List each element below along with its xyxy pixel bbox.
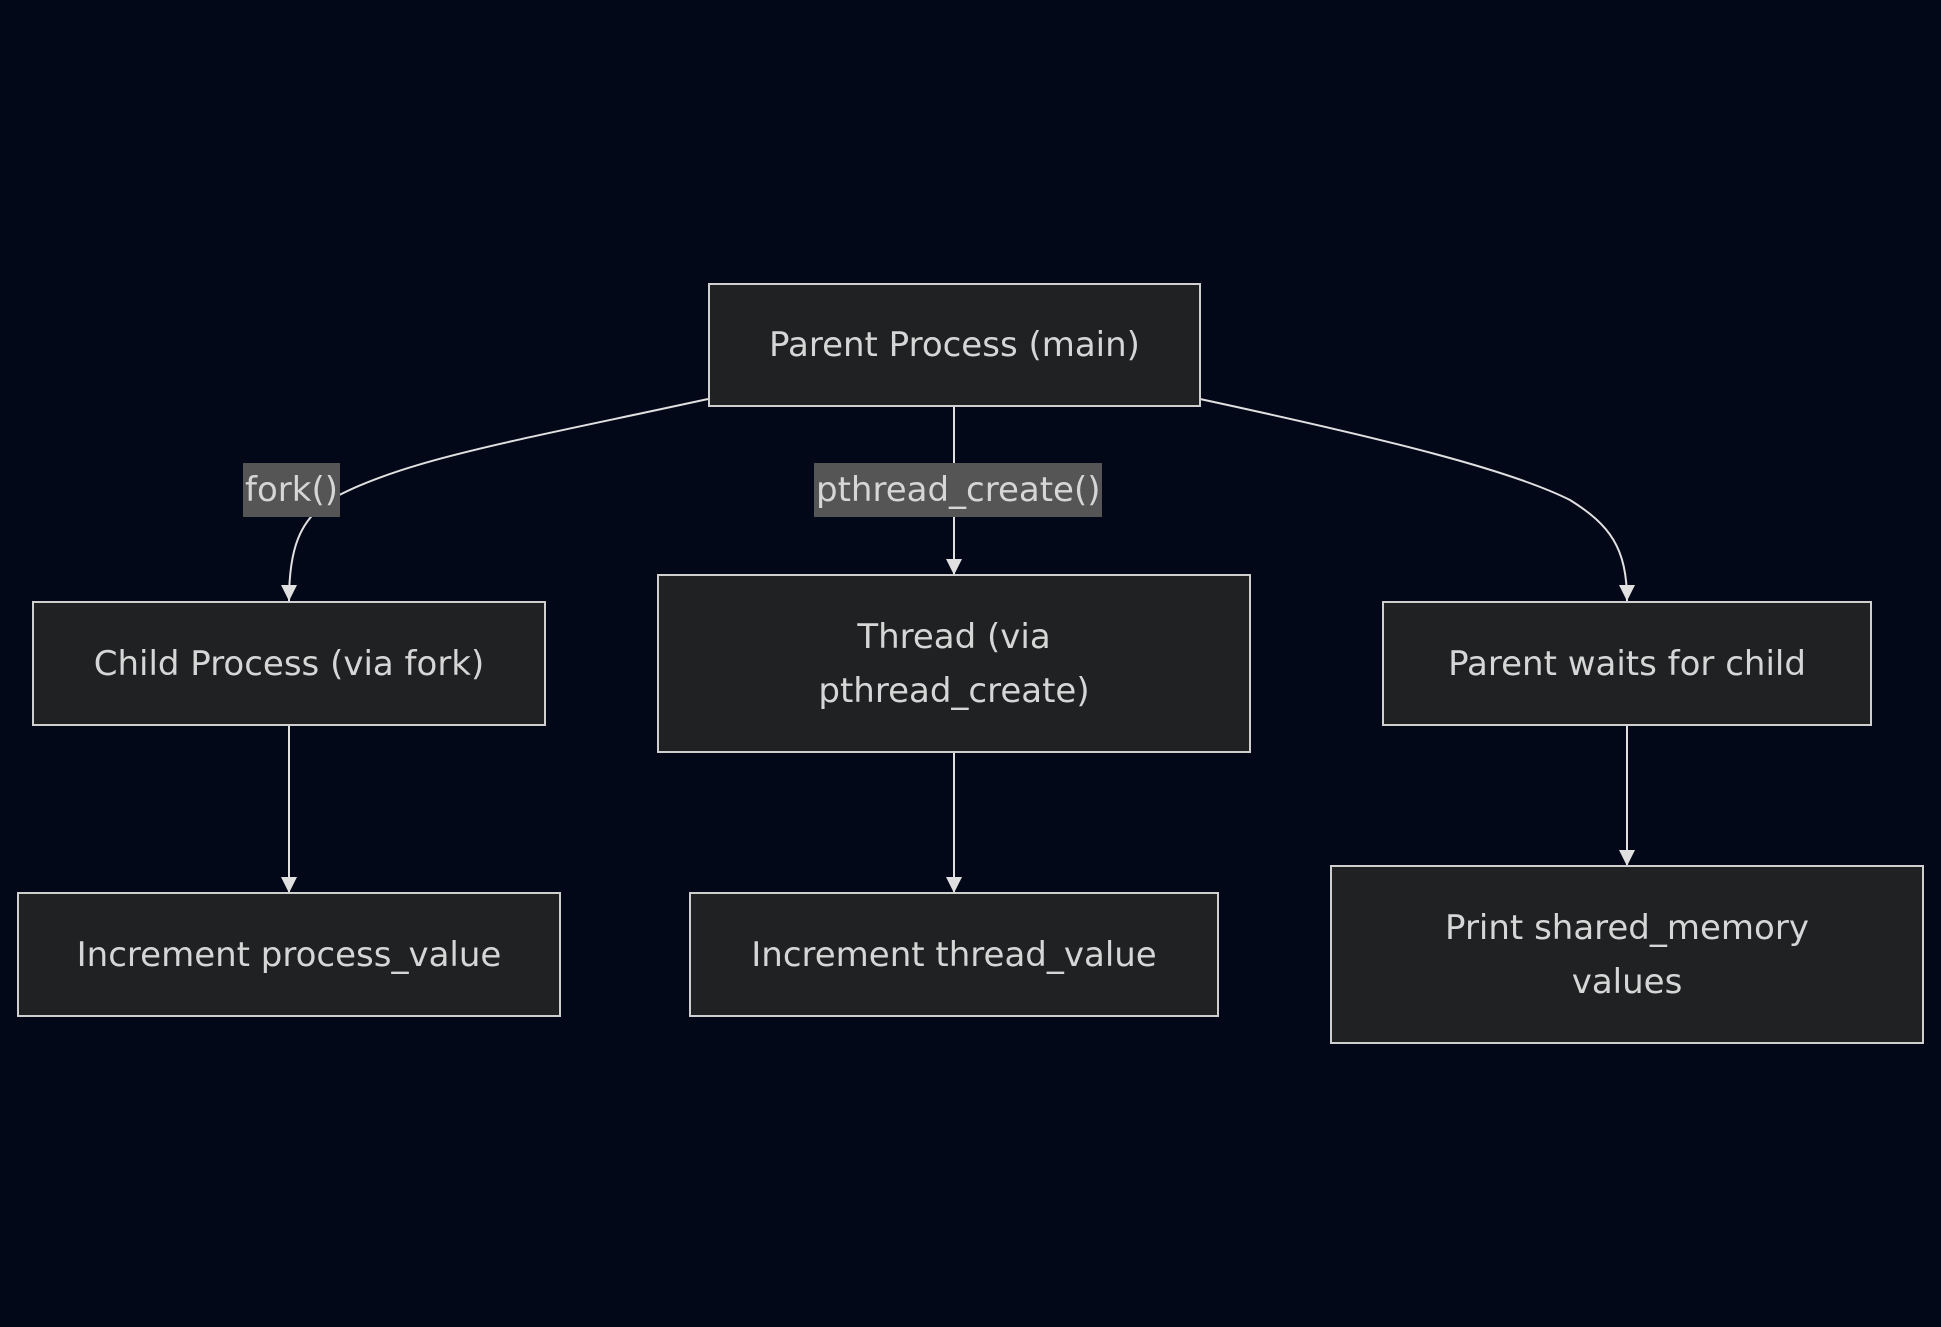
node-child-process[interactable]: Child Process (via fork) xyxy=(32,601,546,726)
node-parent-process[interactable]: Parent Process (main) xyxy=(708,283,1201,407)
node-print-shared-memory[interactable]: Print shared_memory values xyxy=(1330,865,1924,1044)
edge-label-fork: fork() xyxy=(243,463,340,517)
node-increment-thread-value-label: Increment thread_value xyxy=(751,934,1157,975)
node-thread[interactable]: Thread (via pthread_create) xyxy=(657,574,1251,753)
edge-parent-to-child xyxy=(281,398,709,602)
node-thread-label: Thread (via pthread_create) xyxy=(818,616,1090,711)
node-increment-process-value-label: Increment process_value xyxy=(76,934,502,975)
node-parent-waits-label: Parent waits for child xyxy=(1448,643,1806,684)
node-child-process-label: Child Process (via fork) xyxy=(93,643,485,684)
node-increment-thread-value[interactable]: Increment thread_value xyxy=(689,892,1219,1017)
node-parent-waits[interactable]: Parent waits for child xyxy=(1382,601,1872,726)
node-increment-process-value[interactable]: Increment process_value xyxy=(17,892,561,1017)
edge-label-pthread-create: pthread_create() xyxy=(814,463,1103,517)
edge-parent-to-wait xyxy=(1199,398,1635,602)
node-parent-process-label: Parent Process (main) xyxy=(769,325,1140,365)
node-print-shared-memory-label: Print shared_memory values xyxy=(1445,907,1809,1002)
